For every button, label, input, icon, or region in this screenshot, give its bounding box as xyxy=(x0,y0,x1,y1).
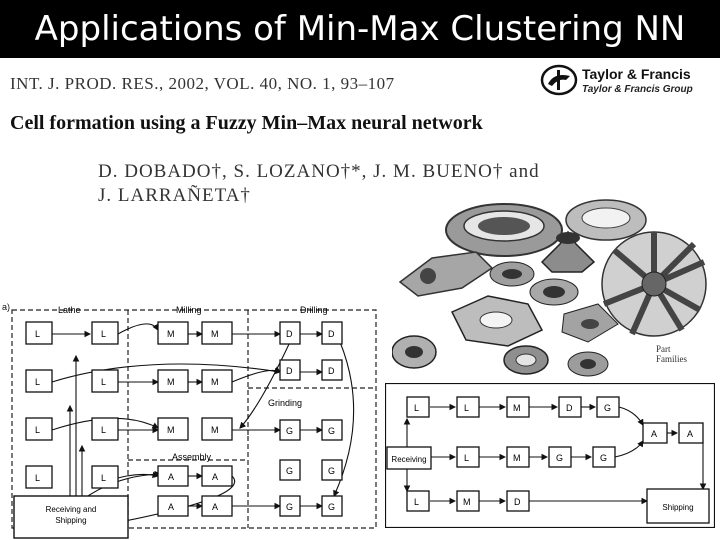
machine-label: A xyxy=(168,502,174,512)
machine-label: L xyxy=(35,425,40,435)
machine-label: D xyxy=(286,366,293,376)
machine-label: D xyxy=(328,329,335,339)
part-bracket xyxy=(398,251,494,297)
lathe-machines: L L L L L L L L xyxy=(25,321,119,489)
machine-label: M xyxy=(463,497,471,507)
machine-label: G xyxy=(328,466,335,476)
publisher-group: Taylor & Francis Group xyxy=(582,84,693,95)
cell-row-3: L M D Shipping xyxy=(406,488,710,524)
section-drilling: Drilling xyxy=(300,305,328,315)
machine-label: G xyxy=(286,466,293,476)
machine-label: M xyxy=(211,377,219,387)
part-flange-1 xyxy=(392,335,437,369)
machine-label: D xyxy=(286,329,293,339)
part-ring-small xyxy=(565,199,647,241)
machine-label: L xyxy=(464,403,469,413)
machine-label: L xyxy=(464,453,469,463)
cell-row-2: Receiving L M G G xyxy=(386,446,616,470)
section-grinding: Grinding xyxy=(268,398,302,408)
drilling-machines: D D D D xyxy=(279,321,343,381)
part-bearing-1 xyxy=(489,261,535,287)
receiving-label-line-2: Shipping xyxy=(55,516,86,525)
machine-label: L xyxy=(101,473,106,483)
machine-label: M xyxy=(211,425,219,435)
machine-label: M xyxy=(167,425,175,435)
receiving-shipping-area: Receiving and Shipping xyxy=(13,495,129,539)
cell-assembly: A A xyxy=(642,422,704,444)
part-impeller xyxy=(601,231,707,337)
section-lathe: Lathe xyxy=(58,305,81,315)
section-assembly: Assembly xyxy=(172,452,212,462)
machine-label: A xyxy=(687,429,693,439)
photo-caption: Part Families xyxy=(656,344,716,364)
machine-label: G xyxy=(556,453,563,463)
machine-label: L xyxy=(101,377,106,387)
machine-label: G xyxy=(604,403,611,413)
department-outlines xyxy=(11,309,377,529)
part-flange-3 xyxy=(567,351,609,377)
milling-machines: M M M M M M xyxy=(157,321,233,441)
receiving-label: Receiving xyxy=(391,455,426,464)
machine-label: D xyxy=(566,403,573,413)
part-ring-large xyxy=(445,203,563,257)
cell-row-1: L L M D G xyxy=(406,396,620,418)
cellular-layout-diagram: L L M D G A A Receiving L M G G L M D xyxy=(385,383,715,528)
machine-label: L xyxy=(414,403,419,413)
section-milling: Milling xyxy=(176,305,202,315)
publisher-block: Taylor & Francis Taylor & Francis Group xyxy=(540,64,693,104)
part-bearing-2 xyxy=(529,278,579,306)
paper-citation: INT. J. PROD. RES., 2002, VOL. 40, NO. 1… xyxy=(10,74,395,93)
machine-label: D xyxy=(514,497,521,507)
part-families-photo xyxy=(392,192,720,382)
grinding-machines: G G G G G G xyxy=(279,419,343,517)
paper-authors: D. DOBADO†, S. LOZANO†*, J. M. BUENO† an… xyxy=(98,160,540,208)
title-bar xyxy=(0,0,720,58)
machine-label: G xyxy=(328,502,335,512)
paper-title: Cell formation using a Fuzzy Min–Max neu… xyxy=(10,112,483,134)
authors-line-2: J. LARRAÑETA† xyxy=(98,185,251,206)
machine-label: D xyxy=(328,366,335,376)
machine-label: M xyxy=(167,377,175,387)
publisher-logo-icon xyxy=(540,64,578,96)
slide-title: Applications of Min-Max Clustering NN xyxy=(34,9,686,49)
authors-line-1: D. DOBADO†, S. LOZANO†*, J. M. BUENO† an… xyxy=(98,161,540,182)
assembly-machines: A A A A xyxy=(157,465,233,517)
machine-label: A xyxy=(168,472,174,482)
photo-caption-line-2: Families xyxy=(656,354,687,364)
machine-label: M xyxy=(513,453,521,463)
machine-label: G xyxy=(328,426,335,436)
part-frame xyxy=(450,295,544,347)
machine-label: L xyxy=(35,377,40,387)
machine-label: L xyxy=(35,473,40,483)
machine-label: L xyxy=(414,497,419,507)
diagram-a-panel-label: a) xyxy=(2,302,10,312)
machine-label: L xyxy=(35,329,40,339)
machine-label: A xyxy=(651,429,657,439)
machine-label: M xyxy=(167,329,175,339)
shipping-label: Shipping xyxy=(662,503,693,512)
part-plate xyxy=(561,303,619,343)
machine-label: A xyxy=(212,502,218,512)
part-housing xyxy=(540,230,596,273)
machine-label: L xyxy=(101,329,106,339)
machine-label: M xyxy=(211,329,219,339)
machine-label: L xyxy=(101,425,106,435)
photo-caption-line-1: Part xyxy=(656,344,671,354)
receiving-label-line-1: Receiving and xyxy=(46,505,97,514)
machine-label: A xyxy=(212,472,218,482)
publisher-name: Taylor & Francis xyxy=(582,66,691,82)
machine-label: G xyxy=(286,502,293,512)
machine-label: G xyxy=(600,453,607,463)
functional-layout-diagram: a) Lathe Milling Drilling Grinding Assem… xyxy=(0,296,384,540)
machine-label: G xyxy=(286,426,293,436)
cell-flow-arrows xyxy=(403,403,707,505)
machine-label: M xyxy=(513,403,521,413)
part-flange-2 xyxy=(503,345,549,375)
